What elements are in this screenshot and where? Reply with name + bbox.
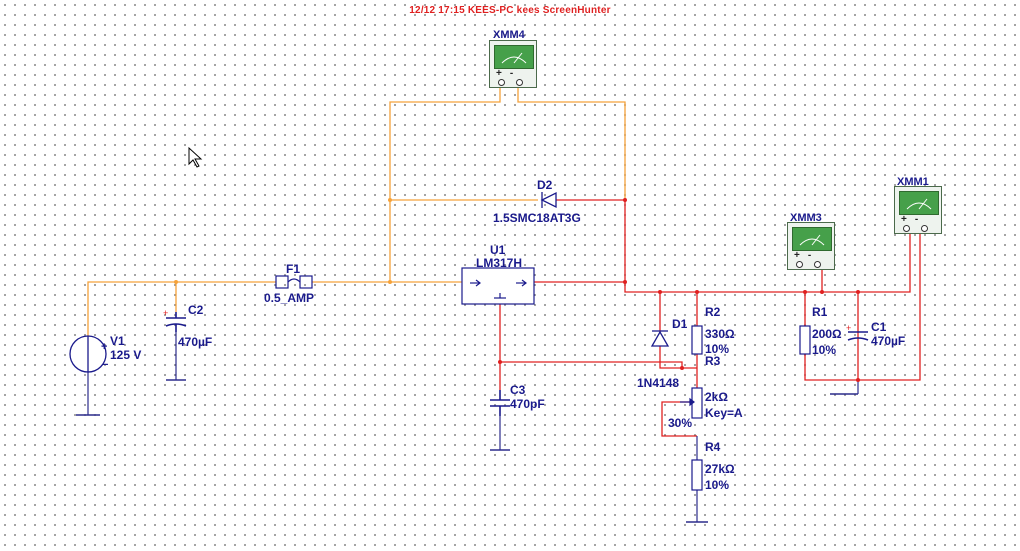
r4-ref-label: R4 [705, 440, 721, 454]
c3-symbol [490, 390, 510, 416]
r1-tolerance-label: 10% [812, 343, 837, 357]
c1-ref-label: C1 [871, 320, 887, 334]
wires-blue [87, 332, 859, 522]
r3-wiper-arrow [680, 397, 695, 407]
c1-value-label: 470µF [871, 334, 906, 348]
wire-xmm4-minus [517, 84, 626, 200]
r2-value-label: 330Ω [705, 327, 735, 341]
d2-value-label: 1.5SMC18AT3G [493, 211, 581, 225]
r1-value-label: 200Ω [812, 327, 842, 341]
xmm1-label: XMM1 [897, 176, 929, 188]
title-bar-text: 12/12 17:15 KEES-PC kees ScreenHunter [409, 5, 611, 16]
wire-xmm4-plus [389, 84, 501, 282]
u1-regulator-symbol [461, 267, 535, 305]
c1-symbol [847, 331, 869, 341]
r2-tolerance-label: 10% [705, 342, 730, 356]
u1-value-label: LM317H [476, 256, 523, 270]
c2-ref-label: C2 [188, 303, 204, 317]
r4-tolerance-label: 10% [705, 478, 730, 492]
v1-minus-sign: − [102, 359, 109, 371]
wire-xmm1-minus [858, 226, 921, 381]
meter-plus-terminal[interactable] [903, 225, 910, 232]
c1-plus-sign: + [846, 323, 851, 333]
meter-minus-terminal[interactable] [921, 225, 928, 232]
r3-ref-label: R3 [705, 354, 721, 368]
c2-value-label: 470µF [178, 335, 213, 349]
meter-polarity: +- [901, 214, 927, 225]
r3-key-label[interactable]: Key=A [705, 406, 743, 420]
d1-diode-symbol [650, 330, 670, 347]
multimeter-xmm1[interactable]: +- [894, 186, 942, 234]
wire-r3-wiper [661, 401, 697, 437]
c3-value-label: 470pF [510, 397, 545, 411]
junctions [174, 198, 860, 382]
c2-plus-sign: + [163, 308, 168, 318]
r4-body [691, 459, 703, 491]
v1-value-label: 125 V [110, 348, 142, 362]
r4-value-label: 27kΩ [705, 462, 735, 476]
xmm3-label: XMM3 [790, 212, 822, 224]
v1-source-symbol [69, 335, 107, 373]
wire-r1-loop [804, 292, 858, 381]
d1-value-label: 1N4148 [637, 376, 680, 390]
wire-adj-node [500, 361, 683, 368]
meter-plus-terminal[interactable] [498, 79, 505, 86]
resistor-symbols [691, 325, 811, 491]
multimeter-xmm3[interactable]: +- [787, 222, 835, 270]
wire-v1-f1 [87, 281, 276, 350]
r2-ref-label: R2 [705, 305, 721, 319]
meter-needle-icon [501, 52, 527, 64]
meter-needle-icon [906, 198, 932, 210]
wires-orange [87, 84, 626, 350]
f1-fuse-symbol [275, 275, 313, 289]
meter-needle-icon [799, 234, 825, 246]
meter-minus-terminal[interactable] [814, 261, 821, 268]
meter-polarity: +- [794, 250, 820, 261]
d2-diode-symbol [540, 191, 557, 209]
wire-d1 [659, 292, 697, 369]
c3-ref-label: C3 [510, 383, 526, 397]
r1-ref-label: R1 [812, 305, 828, 319]
wire-output-rail [534, 226, 911, 293]
d2-ref-label: D2 [537, 178, 553, 192]
f1-value-label: 0.5_AMP [264, 291, 315, 305]
cursor-arrow [188, 146, 203, 168]
f1-ref-label: F1 [286, 262, 301, 276]
v1-plus-sign: + [101, 341, 108, 353]
meter-plus-terminal[interactable] [796, 261, 803, 268]
r2-body [691, 325, 703, 355]
r3-value-label: 2kΩ [705, 390, 728, 404]
v1-ref-label: V1 [110, 334, 125, 348]
r3-setting-label: 30% [668, 416, 693, 430]
r1-body [799, 325, 811, 355]
multimeter-xmm4[interactable]: +- [489, 40, 537, 88]
xmm4-label: XMM4 [493, 29, 525, 41]
meter-polarity: +- [496, 68, 522, 79]
ground-symbols [76, 379, 858, 523]
u1-ref-label: U1 [490, 243, 506, 257]
meter-minus-terminal[interactable] [516, 79, 523, 86]
d1-ref-label: D1 [672, 317, 688, 331]
c2-symbol [165, 312, 187, 332]
